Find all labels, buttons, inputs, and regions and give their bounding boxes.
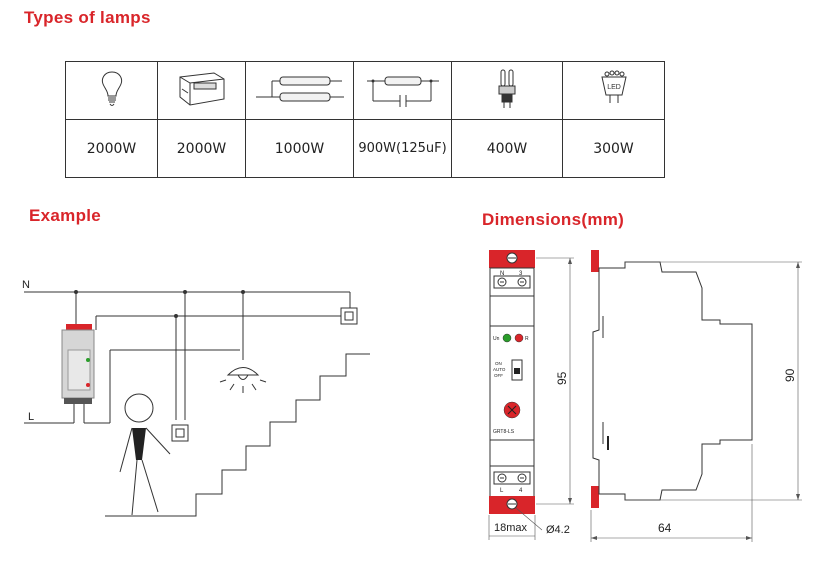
ceiling-lamp-icon (219, 367, 267, 393)
halogen-lamp-icon (179, 71, 224, 106)
dim-95: 95 (555, 371, 569, 385)
device-front-view: N 3 Un R ON AUTO OFF GRT8-LS L 4 (489, 250, 535, 514)
lamp-power-3: 900W(125uF) (353, 119, 452, 178)
dim-hole: Ø4.2 (546, 524, 570, 536)
lamp-cell-halogen (157, 61, 246, 120)
dim-90: 90 (783, 368, 797, 382)
lamp-cell-fluorescent (245, 61, 354, 120)
svg-text:LED: LED (607, 84, 621, 91)
heading-example: Example (29, 206, 102, 225)
terminal-label-4: 4 (519, 488, 523, 494)
dimensions-drawing: N 3 Un R ON AUTO OFF GRT8-LS L 4 (488, 250, 802, 542)
led-label-r: R (525, 336, 529, 342)
dim-64: 64 (658, 521, 672, 535)
switch-label-on: ON (495, 361, 502, 366)
compact-fluorescent-icon (498, 69, 516, 108)
wall-switch-top (340, 307, 358, 325)
heading-dimensions: Dimensions(mm) (482, 210, 625, 229)
terminal-label-l: L (500, 488, 504, 494)
device-side-view (591, 250, 753, 508)
lamp-power-5: 300W (562, 119, 665, 178)
fluorescent-tube-icon (255, 76, 344, 101)
lamp-power-0: 2000W (65, 119, 158, 178)
label-n-line: N (22, 279, 30, 291)
lamp-cell-compensated (353, 61, 452, 120)
lamp-power-4: 400W (451, 119, 563, 178)
lamp-cell-led: LED (562, 61, 665, 120)
switch-label-auto: AUTO (493, 367, 506, 372)
person-figure-icon (119, 393, 171, 516)
example-wiring-diagram: N L (22, 279, 370, 517)
incandescent-bulb-icon (101, 70, 122, 106)
lamp-power-1: 2000W (157, 119, 246, 178)
staircase (105, 353, 370, 517)
switch-label-off: OFF (494, 373, 503, 378)
dim-18max: 18max (494, 522, 528, 534)
lamp-cell-incandescent (65, 61, 158, 120)
led-label-un: Un (493, 336, 500, 342)
heading-types-of-lamps: Types of lamps (24, 8, 151, 27)
lamp-power-2: 1000W (245, 119, 354, 178)
wall-switch-bottom (171, 424, 189, 442)
terminal-label-n: N (500, 271, 504, 277)
lamp-cell-compact (451, 61, 563, 120)
terminal-label-3: 3 (519, 271, 523, 277)
lamp-types-table: LED 2000W 2000W 1000W 900W(125uF) 400W 3… (65, 61, 665, 178)
led-lamp-icon: LED (600, 70, 627, 103)
compensated-fluorescent-icon (366, 76, 439, 107)
device-model-label: GRT8-LS (493, 429, 515, 435)
label-l-line: L (28, 411, 34, 423)
motion-relay-device-small (61, 324, 95, 404)
